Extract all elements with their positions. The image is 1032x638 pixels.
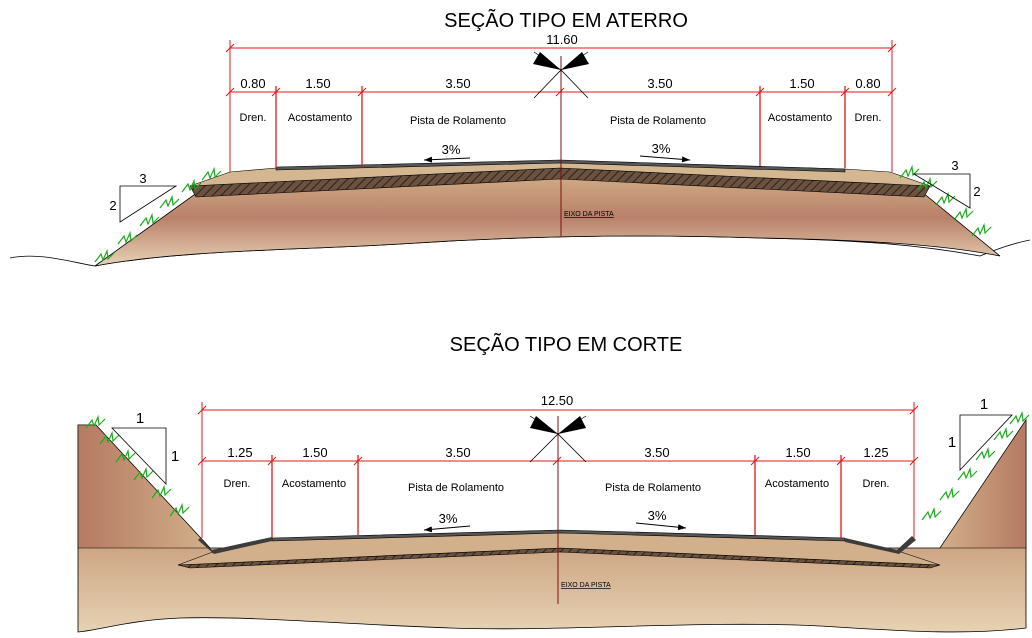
slope-left-label: 3% bbox=[439, 511, 458, 526]
zone-label: Dren. bbox=[240, 112, 267, 124]
drain-left bbox=[198, 537, 272, 554]
grass-left bbox=[85, 414, 190, 517]
zone-label: Dren. bbox=[863, 478, 890, 490]
slope-arrow-right: 3% bbox=[635, 508, 687, 531]
slope-right-label: 3% bbox=[648, 508, 667, 523]
zone-label: Acostamento bbox=[768, 112, 832, 124]
slope-triangle-right: 1 1 bbox=[948, 396, 1013, 472]
slope-vertical: 1 bbox=[171, 448, 179, 465]
drain-right bbox=[845, 536, 916, 554]
zone-label: Pista de Rolamento bbox=[410, 115, 506, 127]
total-width-label: 12.50 bbox=[541, 393, 574, 408]
slope-triangle-left: 1 1 bbox=[111, 410, 179, 485]
slope-arrow-right: 3% bbox=[639, 141, 691, 163]
segment-5: 1.50 bbox=[789, 76, 814, 91]
segment-2: 1.50 bbox=[302, 445, 327, 460]
section-aterro: SEÇÃO TIPO EM ATERRO bbox=[9, 8, 1031, 267]
zone-label: Acostamento bbox=[765, 478, 829, 490]
slope-right-label: 3% bbox=[652, 141, 671, 156]
axis-flag-right bbox=[558, 416, 586, 434]
cut-slope-left bbox=[77, 424, 211, 549]
slope-vertical: 2 bbox=[109, 198, 116, 213]
road-axis: EIXO DA PISTA bbox=[533, 51, 614, 236]
slope-arrow-left: 3% bbox=[423, 511, 471, 533]
zone-label: Dren. bbox=[224, 478, 251, 490]
zone-labels: Dren. Acostamento Pista de Rolamento Pis… bbox=[240, 112, 882, 127]
slope-horizontal: 3 bbox=[951, 158, 958, 173]
segment-6: 1.25 bbox=[863, 445, 888, 460]
segment-5: 1.50 bbox=[785, 445, 810, 460]
zone-label: Pista de Rolamento bbox=[610, 115, 706, 127]
slope-horizontal: 3 bbox=[139, 171, 146, 186]
segment-1: 0.80 bbox=[240, 76, 265, 91]
segment-3: 3.50 bbox=[445, 445, 470, 460]
axis-flag-right bbox=[561, 52, 589, 70]
total-dimension: 11.60 bbox=[225, 32, 897, 172]
slope-vertical: 1 bbox=[948, 434, 956, 451]
total-dimension: 12.50 bbox=[197, 393, 919, 538]
slope-horizontal: 1 bbox=[136, 410, 144, 427]
segment-2: 1.50 bbox=[305, 76, 330, 91]
axis-label: EIXO DA PISTA bbox=[561, 582, 611, 589]
zone-label: Acostamento bbox=[288, 112, 352, 124]
axis-label: EIXO DA PISTA bbox=[564, 211, 614, 218]
total-width-label: 11.60 bbox=[546, 32, 578, 47]
cut-terrain-body bbox=[77, 418, 1027, 633]
zone-label: Pista de Rolamento bbox=[408, 482, 504, 494]
segment-3: 3.50 bbox=[445, 76, 470, 91]
section-title: SEÇÃO TIPO EM CORTE bbox=[450, 332, 683, 356]
road-axis: EIXO DA PISTA bbox=[529, 415, 611, 604]
slope-triangle-right: 3 2 bbox=[912, 158, 981, 209]
segment-4: 3.50 bbox=[647, 76, 672, 91]
slope-horizontal: 1 bbox=[980, 396, 988, 413]
axis-flag-left bbox=[533, 52, 561, 70]
segment-4: 3.50 bbox=[644, 445, 669, 460]
cut-slope-right bbox=[939, 419, 1027, 549]
section-corte: SEÇÃO TIPO EM CORTE bbox=[77, 332, 1030, 633]
slope-triangle-left: 3 2 bbox=[109, 171, 178, 223]
zone-label: Pista de Rolamento bbox=[605, 482, 701, 494]
segment-6: 0.80 bbox=[855, 76, 880, 91]
slope-left-label: 3% bbox=[442, 142, 461, 157]
grass-left bbox=[94, 166, 222, 263]
grass-right bbox=[921, 410, 1030, 521]
slope-vertical: 2 bbox=[973, 184, 980, 199]
zone-label: Dren. bbox=[855, 112, 882, 124]
axis-flag-left bbox=[530, 416, 558, 434]
zone-labels: Dren. Acostamento Pista de Rolamento Pis… bbox=[224, 478, 890, 494]
grass-right bbox=[899, 164, 992, 237]
section-title: SEÇÃO TIPO EM ATERRO bbox=[444, 8, 688, 32]
zone-label: Acostamento bbox=[282, 478, 346, 490]
segment-1: 1.25 bbox=[227, 445, 252, 460]
embankment-body bbox=[94, 177, 1001, 267]
slope-arrow-left: 3% bbox=[423, 142, 471, 163]
